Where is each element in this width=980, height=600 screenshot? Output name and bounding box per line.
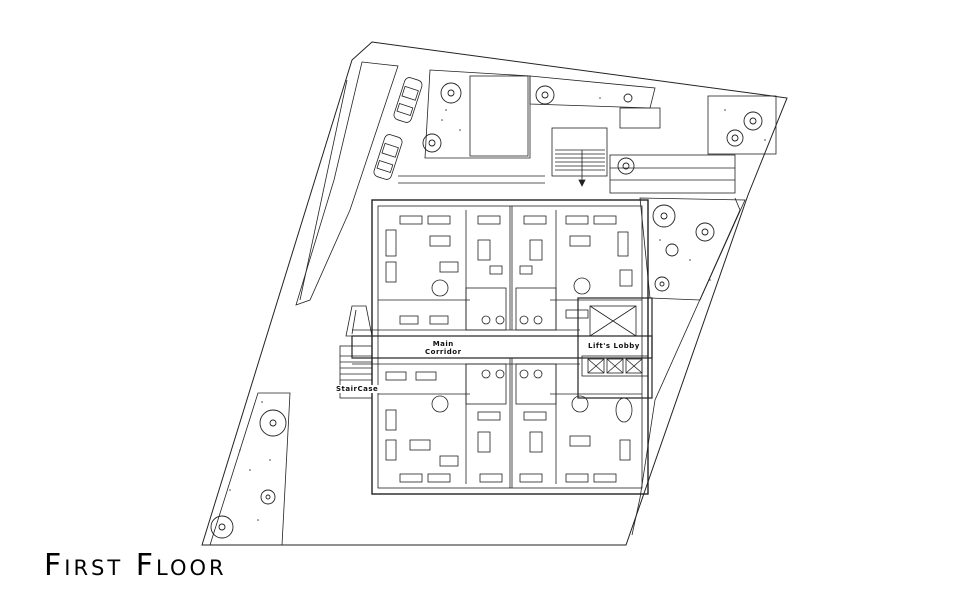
- entrance-steps: [551, 127, 608, 177]
- site-edge-right: [631, 197, 741, 536]
- lifts-lobby-label: Lift's Lobby: [587, 342, 641, 350]
- main-corridor-label: Main Corridor: [424, 340, 463, 356]
- staircase-label: StairCase: [335, 385, 380, 393]
- site-boundary: [201, 41, 788, 546]
- staircase: [339, 345, 373, 399]
- main-corridor-label-line1: Main: [432, 340, 454, 348]
- main-corridor-label-line2: Corridor: [425, 348, 462, 356]
- car-top: [393, 77, 423, 123]
- planter-right: [707, 95, 777, 155]
- lift-core: [577, 297, 653, 399]
- planter-top-left: [424, 69, 531, 159]
- car-bottom: [373, 134, 403, 180]
- plant-symbols: [210, 82, 763, 539]
- pool-court: [469, 75, 529, 157]
- planter-south-west: [209, 392, 291, 546]
- drawing-title: First Floor: [44, 548, 227, 583]
- vegetation-dots: [229, 97, 766, 521]
- driveway: [295, 61, 399, 306]
- workstations: [385, 215, 633, 483]
- step-lines: [555, 149, 605, 171]
- planter-east: [639, 197, 746, 301]
